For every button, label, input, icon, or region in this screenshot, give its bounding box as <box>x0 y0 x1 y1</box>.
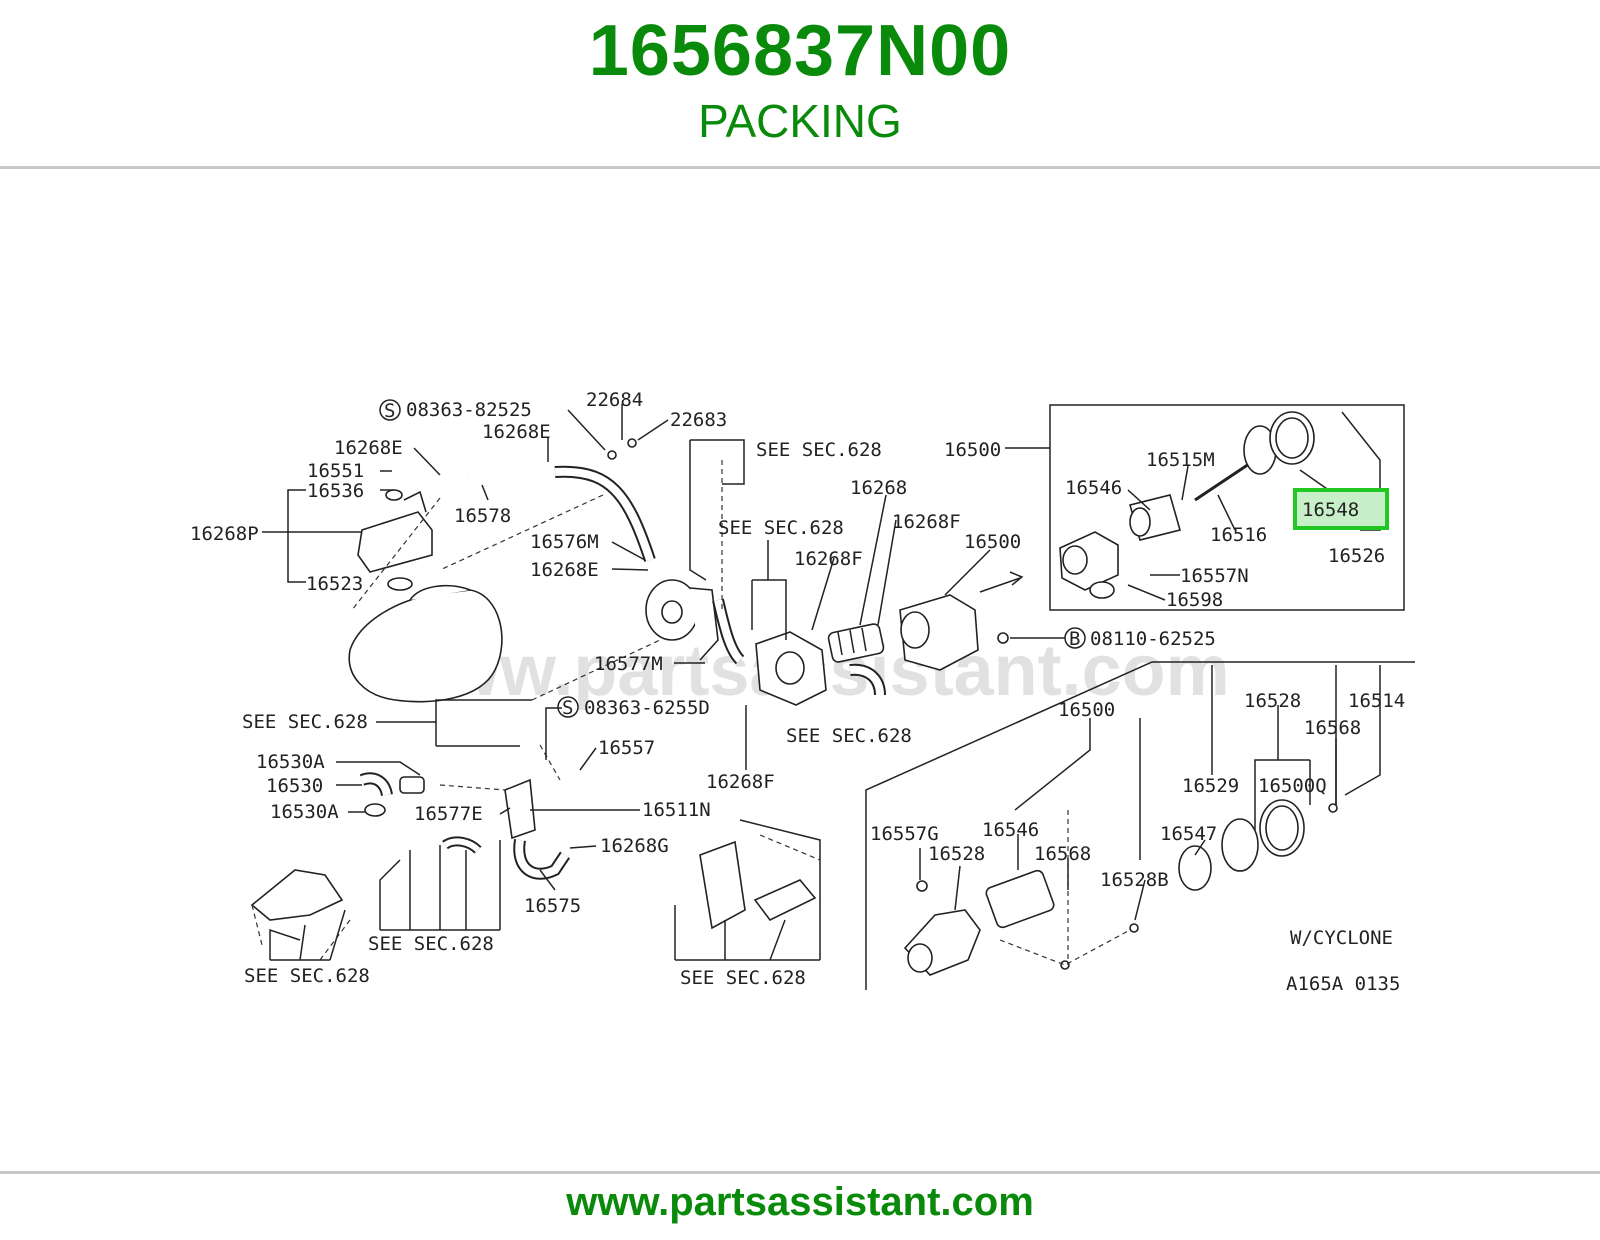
part-label[interactable]: 16516 <box>1210 524 1267 546</box>
part-label[interactable]: 16557G <box>870 823 939 845</box>
circle-s-symbol: S <box>384 400 395 422</box>
part-label[interactable]: 16557N <box>1180 565 1249 587</box>
part-label[interactable]: 16528 <box>928 843 985 865</box>
part-drawings <box>250 411 1338 976</box>
part-label[interactable]: 16268F <box>892 511 961 533</box>
part-label[interactable]: 22683 <box>670 409 727 431</box>
part-label[interactable]: 16268P <box>190 523 259 545</box>
part-label[interactable]: 16557 <box>598 737 655 759</box>
part-label[interactable]: 16578 <box>454 505 511 527</box>
dashed-connectors <box>251 460 1131 966</box>
part-label[interactable]: 16575 <box>524 895 581 917</box>
part-number-title: 1656837N00 <box>588 11 1012 91</box>
part-label[interactable]: 16530A <box>256 751 325 773</box>
see-section-label[interactable]: SEE SEC.628 <box>756 439 882 461</box>
part-label[interactable]: 16500 <box>964 531 1021 553</box>
part-label[interactable]: 16268F <box>794 548 863 570</box>
part-label[interactable]: 16530A <box>270 801 339 823</box>
highlighted-part-label[interactable]: 16548 <box>1302 499 1359 521</box>
page-header: 1656837N00 PACKING <box>0 0 1600 168</box>
part-label[interactable]: 16530 <box>266 775 323 797</box>
part-label[interactable]: 16268G <box>600 835 669 857</box>
part-label[interactable]: 16268 <box>850 477 907 499</box>
header-divider <box>0 166 1600 169</box>
part-label[interactable]: 08363-82525 <box>406 399 532 421</box>
part-labels: 08363-82525 22684 22683 16268E 16268E 16… <box>190 389 1405 995</box>
part-label[interactable]: 16500 <box>944 439 1001 461</box>
part-label[interactable]: 16268E <box>334 437 403 459</box>
part-label[interactable]: 16577M <box>594 653 663 675</box>
variant-note: W/CYCLONE <box>1290 927 1393 949</box>
highlighted-part-box[interactable] <box>1293 488 1389 530</box>
circle-s-symbol: S <box>562 697 573 719</box>
part-label[interactable]: 16511N <box>642 799 711 821</box>
part-label[interactable]: 16528 <box>1244 690 1301 712</box>
circle-b-symbol: B <box>1069 628 1080 650</box>
part-label[interactable]: 22684 <box>586 389 643 411</box>
part-label[interactable]: 16268E <box>482 421 551 443</box>
leader-lines <box>262 404 1381 961</box>
part-label[interactable]: 08110-62525 <box>1090 628 1216 650</box>
part-label[interactable]: 16551 <box>307 460 364 482</box>
see-section-label[interactable]: SEE SEC.628 <box>786 725 912 747</box>
part-label[interactable]: 16526 <box>1328 545 1385 567</box>
see-section-label[interactable]: SEE SEC.628 <box>242 711 368 733</box>
see-section-label[interactable]: SEE SEC.628 <box>680 967 806 989</box>
see-section-label[interactable]: SEE SEC.628 <box>244 965 370 987</box>
part-label[interactable]: 08363-6255D <box>584 697 710 719</box>
part-label[interactable]: 16577E <box>414 803 483 825</box>
footer-divider <box>0 1171 1600 1174</box>
part-label[interactable]: 16576M <box>530 531 599 553</box>
part-label[interactable]: 16546 <box>1065 477 1122 499</box>
cyclone-section-border <box>865 661 1415 990</box>
inset-box <box>1049 404 1405 611</box>
part-label[interactable]: 16268F <box>706 771 775 793</box>
part-label[interactable]: 16598 <box>1166 589 1223 611</box>
part-label[interactable]: 16536 <box>307 480 364 502</box>
part-label[interactable]: 16514 <box>1348 690 1405 712</box>
part-label[interactable]: 16568 <box>1034 843 1091 865</box>
see-section-label[interactable]: SEE SEC.628 <box>718 517 844 539</box>
part-label[interactable]: 16523 <box>306 573 363 595</box>
part-label[interactable]: 16568 <box>1304 717 1361 739</box>
part-label[interactable]: 16529 <box>1182 775 1239 797</box>
part-label[interactable]: 16547 <box>1160 823 1217 845</box>
part-name-subtitle: PACKING <box>698 95 902 147</box>
circled-symbols: S S B <box>379 399 1086 719</box>
part-label[interactable]: 16500Q <box>1258 775 1327 797</box>
part-label[interactable]: 16528B <box>1100 869 1169 891</box>
part-label[interactable]: 16500 <box>1058 699 1115 721</box>
part-label[interactable]: 16515M <box>1146 449 1215 471</box>
part-label[interactable]: 16546 <box>982 819 1039 841</box>
see-section-label[interactable]: SEE SEC.628 <box>368 933 494 955</box>
footer-website-link[interactable]: www.partsassistant.com <box>566 1180 1034 1224</box>
part-label[interactable]: 16268E <box>530 559 599 581</box>
diagram-reference-code: A165A 0135 <box>1286 973 1400 995</box>
